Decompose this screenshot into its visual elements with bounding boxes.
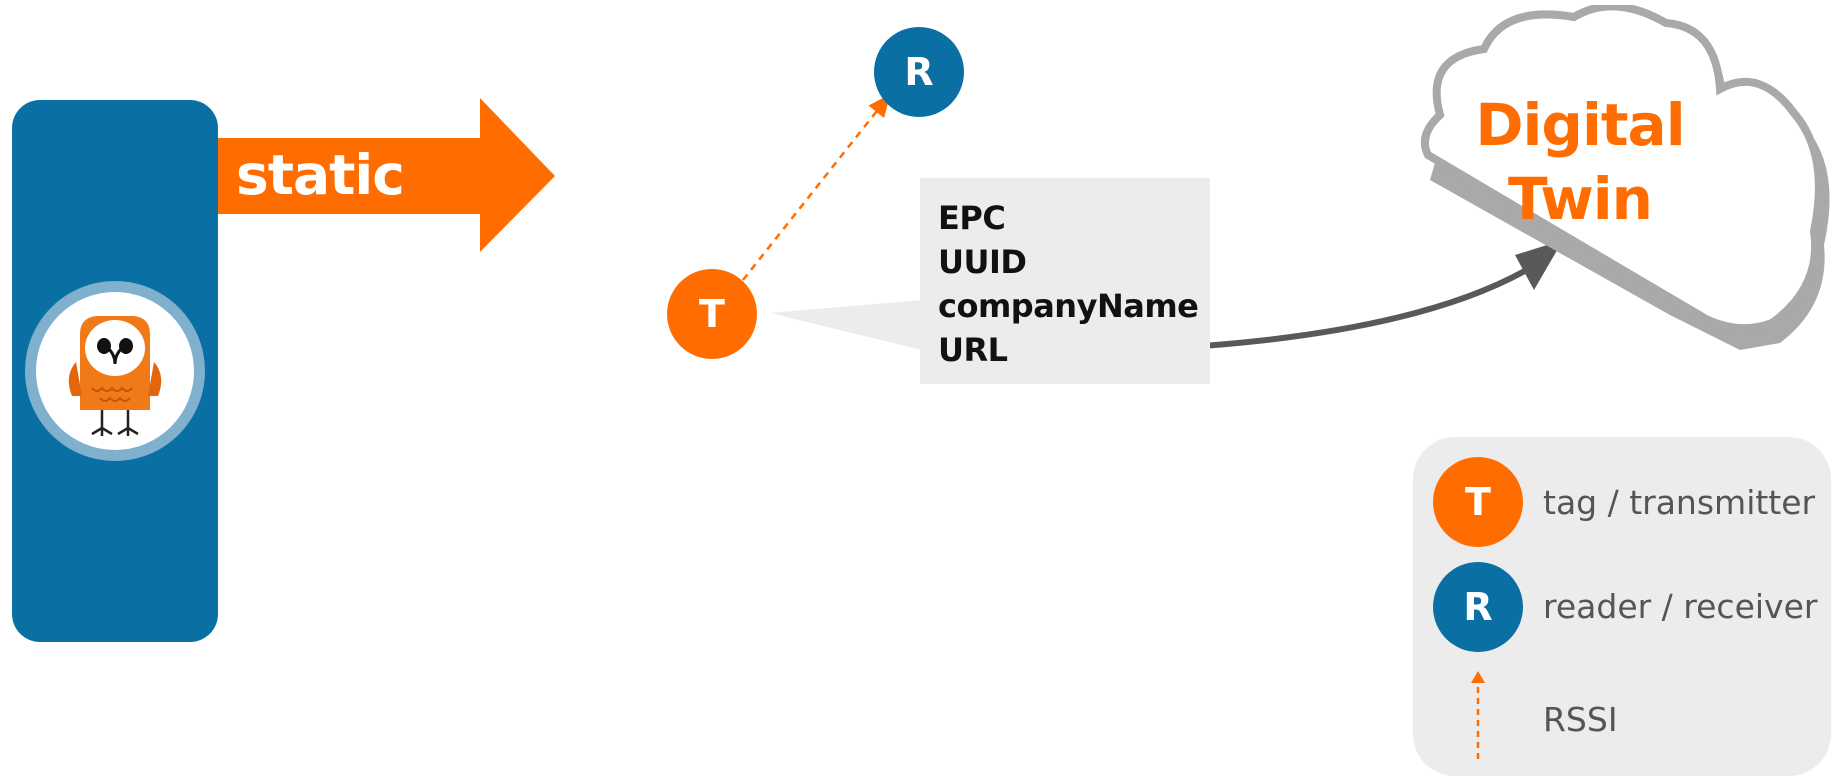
- url-link-head: [1515, 240, 1563, 290]
- legend: T tag / transmitter R reader / receiver …: [1413, 437, 1831, 776]
- tag-info-box: EPC UUID companyName URL: [920, 178, 1210, 384]
- cloud-label: Digital Twin: [1440, 88, 1720, 236]
- tag-node: T: [667, 269, 757, 359]
- cloud-label-line1: Digital: [1475, 91, 1685, 159]
- cloud-icon: [1421, 5, 1830, 350]
- field-epc: EPC: [938, 199, 1006, 237]
- owl-avatar: [25, 281, 205, 461]
- legend-rssi-arrow-icon: [1471, 671, 1485, 759]
- legend-rssi-text: RSSI: [1543, 700, 1618, 739]
- reader-node: R: [874, 27, 964, 117]
- field-url: URL: [938, 331, 1008, 369]
- field-company-name: companyName: [938, 287, 1199, 325]
- legend-tag-text: tag / transmitter: [1543, 483, 1816, 522]
- rssi-arrow: [742, 94, 891, 281]
- static-arrow: [218, 98, 555, 252]
- field-uuid: UUID: [938, 243, 1027, 281]
- legend-tag-symbol: T: [1433, 457, 1523, 547]
- legend-reader-text: reader / receiver: [1543, 587, 1818, 626]
- cloud-label-line2: Twin: [1508, 165, 1653, 233]
- legend-reader-symbol: R: [1433, 562, 1523, 652]
- owl-icon: [68, 316, 162, 436]
- arrow-label: static: [236, 143, 405, 207]
- bubble-pointer: [770, 300, 922, 350]
